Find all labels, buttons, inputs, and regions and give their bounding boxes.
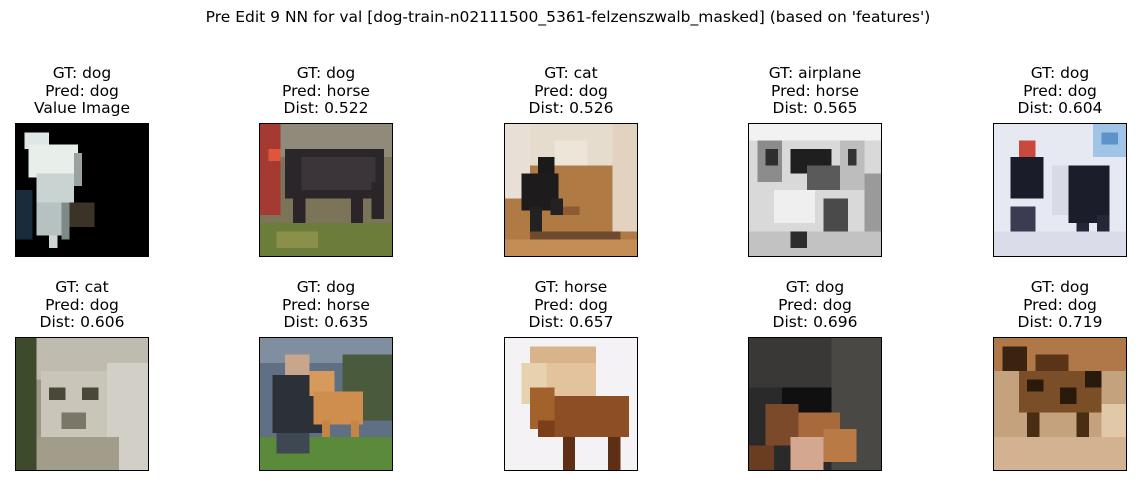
- panel-caption: GT: airplane Pred: horse Dist: 0.565: [725, 64, 905, 118]
- caption-gt: GT: dog: [52, 64, 112, 82]
- panel-caption: GT: dog Pred: horse Dist: 0.522: [236, 64, 416, 118]
- value-image: [15, 123, 149, 257]
- panel-caption: GT: horse Pred: dog Dist: 0.657: [481, 278, 661, 332]
- panel-10: GT: dog Pred: dog Dist: 0.719: [970, 278, 1136, 332]
- caption-extra: Value Image: [33, 99, 131, 117]
- panel-caption: GT: dog Pred: horse Dist: 0.635: [236, 278, 416, 332]
- panel-3: GT: cat Pred: dog Dist: 0.526: [481, 64, 661, 118]
- panel-2: GT: dog Pred: horse Dist: 0.522: [236, 64, 416, 118]
- neighbor-image: [259, 123, 393, 257]
- caption-dist: Dist: 0.719: [1017, 313, 1103, 331]
- neighbor-image: [504, 337, 638, 471]
- figure-title: Pre Edit 9 NN for val [dog-train-n021115…: [205, 8, 931, 26]
- caption-dist: Dist: 0.522: [283, 99, 369, 117]
- panel-caption: GT: dog Pred: dog Dist: 0.604: [970, 64, 1136, 118]
- caption-gt: GT: dog: [1030, 278, 1090, 296]
- caption-gt: GT: dog: [1030, 64, 1090, 82]
- neighbor-image: [993, 337, 1127, 471]
- caption-gt: GT: dog: [296, 64, 356, 82]
- caption-gt: GT: cat: [544, 64, 598, 82]
- caption-pred: Pred: dog: [1023, 295, 1097, 314]
- panel-8: GT: horse Pred: dog Dist: 0.657: [481, 278, 661, 332]
- caption-pred: Pred: dog: [534, 295, 608, 314]
- panel-caption: GT: cat Pred: dog Dist: 0.606: [0, 278, 172, 332]
- neighbor-image: [504, 123, 638, 257]
- caption-gt: GT: airplane: [768, 64, 862, 82]
- neighbor-image: [748, 337, 882, 471]
- panel-5: GT: dog Pred: dog Dist: 0.604: [970, 64, 1136, 118]
- caption-gt: GT: dog: [785, 278, 845, 296]
- caption-dist: Dist: 0.657: [528, 313, 614, 331]
- caption-dist: Dist: 0.606: [39, 313, 125, 331]
- caption-dist: Dist: 0.526: [528, 99, 614, 117]
- caption-pred: Pred: dog: [1023, 81, 1097, 100]
- panel-1: GT: dog Pred: dog Value Image: [0, 64, 172, 118]
- caption-dist: Dist: 0.635: [283, 313, 369, 331]
- caption-pred: Pred: dog: [778, 295, 852, 314]
- panel-7: GT: dog Pred: horse Dist: 0.635: [236, 278, 416, 332]
- caption-gt: GT: dog: [296, 278, 356, 296]
- panel-6: GT: cat Pred: dog Dist: 0.606: [0, 278, 172, 332]
- caption-pred: Pred: dog: [534, 81, 608, 100]
- caption-dist: Dist: 0.565: [772, 99, 858, 117]
- caption-pred: Pred: horse: [771, 81, 859, 100]
- neighbor-image: [259, 337, 393, 471]
- neighbor-image: [993, 123, 1127, 257]
- panel-caption: GT: dog Pred: dog Value Image: [0, 64, 172, 118]
- caption-gt: GT: cat: [55, 278, 109, 296]
- panel-caption: GT: dog Pred: dog Dist: 0.696: [725, 278, 905, 332]
- panel-caption: GT: dog Pred: dog Dist: 0.719: [970, 278, 1136, 332]
- caption-dist: Dist: 0.696: [772, 313, 858, 331]
- panel-caption: GT: cat Pred: dog Dist: 0.526: [481, 64, 661, 118]
- caption-dist: Dist: 0.604: [1017, 99, 1103, 117]
- neighbor-image: [15, 337, 149, 471]
- neighbor-image: [748, 123, 882, 257]
- caption-pred: Pred: dog: [45, 295, 119, 314]
- caption-gt: GT: horse: [534, 278, 608, 296]
- caption-pred: Pred: horse: [282, 81, 370, 100]
- caption-pred: Pred: horse: [282, 295, 370, 314]
- panel-9: GT: dog Pred: dog Dist: 0.696: [725, 278, 905, 332]
- panel-4: GT: airplane Pred: horse Dist: 0.565: [725, 64, 905, 118]
- caption-pred: Pred: dog: [45, 81, 119, 100]
